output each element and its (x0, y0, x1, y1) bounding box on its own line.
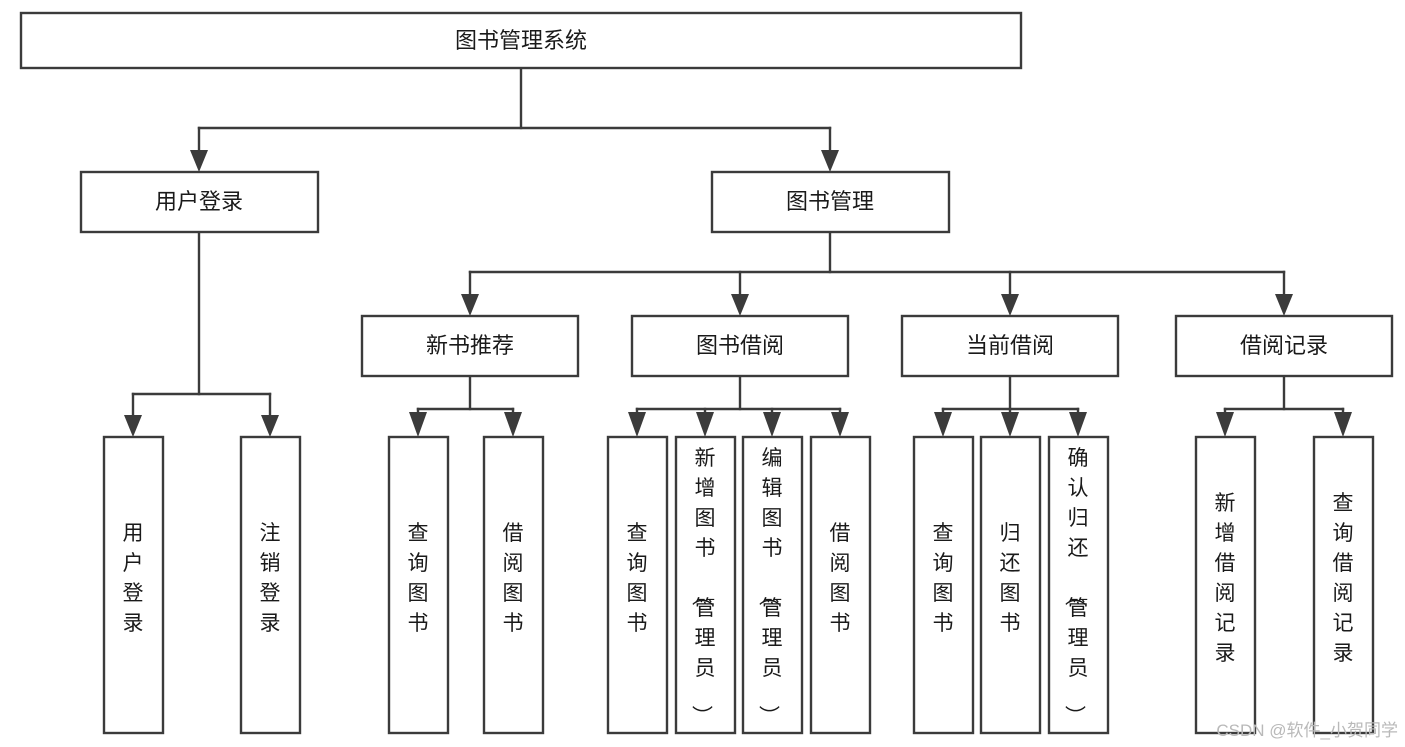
leaf-add-book[interactable]: 新增图书（管理员） (674, 435, 737, 735)
leaf-query-book-3-box[interactable] (912, 435, 975, 735)
node-book-manage[interactable]: 图书管理 (710, 170, 951, 234)
leaf-user-login-box[interactable] (102, 435, 165, 735)
arrow-head-leaf-query-record (1334, 412, 1352, 437)
connector-layer (124, 67, 1352, 437)
arrow-head-book-manage (821, 150, 839, 172)
leaf-query-book-2-box[interactable] (606, 435, 669, 735)
leaf-return-book-label: 归还图书 (1000, 522, 1021, 635)
node-new-book-recommend-box[interactable] (360, 314, 580, 378)
node-borrow-record-label: 借阅记录 (1240, 333, 1328, 358)
arrow-head-leaf-add-book (696, 412, 714, 437)
arrow-head-leaf-query-book-1 (409, 412, 427, 437)
leaf-edit-book-label: 编辑图书（管理员） (757, 447, 783, 726)
node-book-borrow[interactable]: 图书借阅 (630, 314, 850, 378)
arrow-head-leaf-user-logout (261, 415, 279, 437)
leaf-add-record-label: 新增借阅记录 (1215, 492, 1236, 665)
leaf-user-logout-label: 注销登录 (260, 522, 281, 635)
node-user-login-label: 用户登录 (155, 189, 243, 214)
leaf-user-login-label: 用户登录 (123, 522, 144, 635)
arrow-head-leaf-confirm-return (1069, 412, 1087, 437)
leaf-query-book-3-label: 查询图书 (933, 522, 954, 635)
leaf-query-book-2-label: 查询图书 (627, 522, 648, 635)
leaf-confirm-return-label: 确认归还（管理员） (1063, 447, 1089, 726)
arrow-head-leaf-borrow-book-2 (831, 412, 849, 437)
leaf-borrow-book-2[interactable]: 借阅图书 (809, 435, 872, 735)
leaf-add-book-label: 新增图书（管理员） (690, 447, 716, 726)
node-new-book-recommend[interactable]: 新书推荐 (360, 314, 580, 378)
node-book-manage-label: 图书管理 (786, 189, 874, 214)
arrow-head-leaf-borrow-book-1 (504, 412, 522, 437)
leaf-edit-book[interactable]: 编辑图书（管理员） (741, 435, 804, 735)
node-user-login-box[interactable] (79, 170, 320, 234)
node-root[interactable]: 图书管理系统 (19, 11, 1023, 70)
csdn-watermark: CSDN @软件_小贺同学 (1216, 721, 1398, 740)
leaf-return-book[interactable]: 归还图书 (979, 435, 1042, 735)
leaf-query-record-label: 查询借阅记录 (1333, 492, 1354, 665)
leaf-borrow-book-1-label: 借阅图书 (503, 522, 524, 635)
node-book-borrow-label: 图书借阅 (696, 333, 784, 358)
leaf-add-record-box[interactable] (1194, 435, 1257, 735)
leaf-borrow-book-1-box[interactable] (482, 435, 545, 735)
arrow-head-borrow-record (1275, 294, 1293, 316)
leaf-query-book-1-box[interactable] (387, 435, 450, 735)
leaf-query-book-1[interactable]: 查询图书 (387, 435, 450, 735)
node-new-book-recommend-label: 新书推荐 (426, 333, 514, 358)
arrow-head-leaf-query-book-3 (934, 412, 952, 437)
node-borrow-record-box[interactable] (1174, 314, 1394, 378)
leaf-add-book-box[interactable] (674, 435, 737, 735)
arrow-head-book-borrow (731, 294, 749, 316)
arrow-head-leaf-user-login (124, 415, 142, 437)
node-root-label: 图书管理系统 (455, 28, 587, 53)
arrow-head-leaf-edit-book (763, 412, 781, 437)
leaf-query-book-1-label: 查询图书 (408, 522, 429, 635)
arrow-head-new-book-recommend (461, 294, 479, 316)
arrow-head-leaf-add-record (1216, 412, 1234, 437)
leaf-query-book-2[interactable]: 查询图书 (606, 435, 669, 735)
node-root-box[interactable] (19, 11, 1023, 70)
leaf-user-logout[interactable]: 注销登录 (239, 435, 302, 735)
leaf-borrow-book-1[interactable]: 借阅图书 (482, 435, 545, 735)
leaf-user-login[interactable]: 用户登录 (102, 435, 165, 735)
node-current-borrow-box[interactable] (900, 314, 1120, 378)
node-user-login[interactable]: 用户登录 (79, 170, 320, 234)
leaf-borrow-book-2-label: 借阅图书 (830, 522, 851, 635)
arrow-head-user-login (190, 150, 208, 172)
leaf-edit-book-box[interactable] (741, 435, 804, 735)
leaf-add-record[interactable]: 新增借阅记录 (1194, 435, 1257, 735)
arrow-head-leaf-return-book (1001, 412, 1019, 437)
leaf-user-logout-box[interactable] (239, 435, 302, 735)
leaf-query-record[interactable]: 查询借阅记录 (1312, 435, 1375, 735)
leaf-query-record-box[interactable] (1312, 435, 1375, 735)
leaf-return-book-box[interactable] (979, 435, 1042, 735)
node-book-borrow-box[interactable] (630, 314, 850, 378)
leaf-confirm-return[interactable]: 确认归还（管理员） (1047, 435, 1110, 735)
node-current-borrow[interactable]: 当前借阅 (900, 314, 1120, 378)
node-borrow-record[interactable]: 借阅记录 (1174, 314, 1394, 378)
leaf-borrow-book-2-box[interactable] (809, 435, 872, 735)
node-current-borrow-label: 当前借阅 (966, 333, 1054, 358)
arrow-head-current-borrow (1001, 294, 1019, 316)
node-book-manage-box[interactable] (710, 170, 951, 234)
arrow-head-leaf-query-book-2 (628, 412, 646, 437)
leaf-query-book-3[interactable]: 查询图书 (912, 435, 975, 735)
leaf-confirm-return-box[interactable] (1047, 435, 1110, 735)
